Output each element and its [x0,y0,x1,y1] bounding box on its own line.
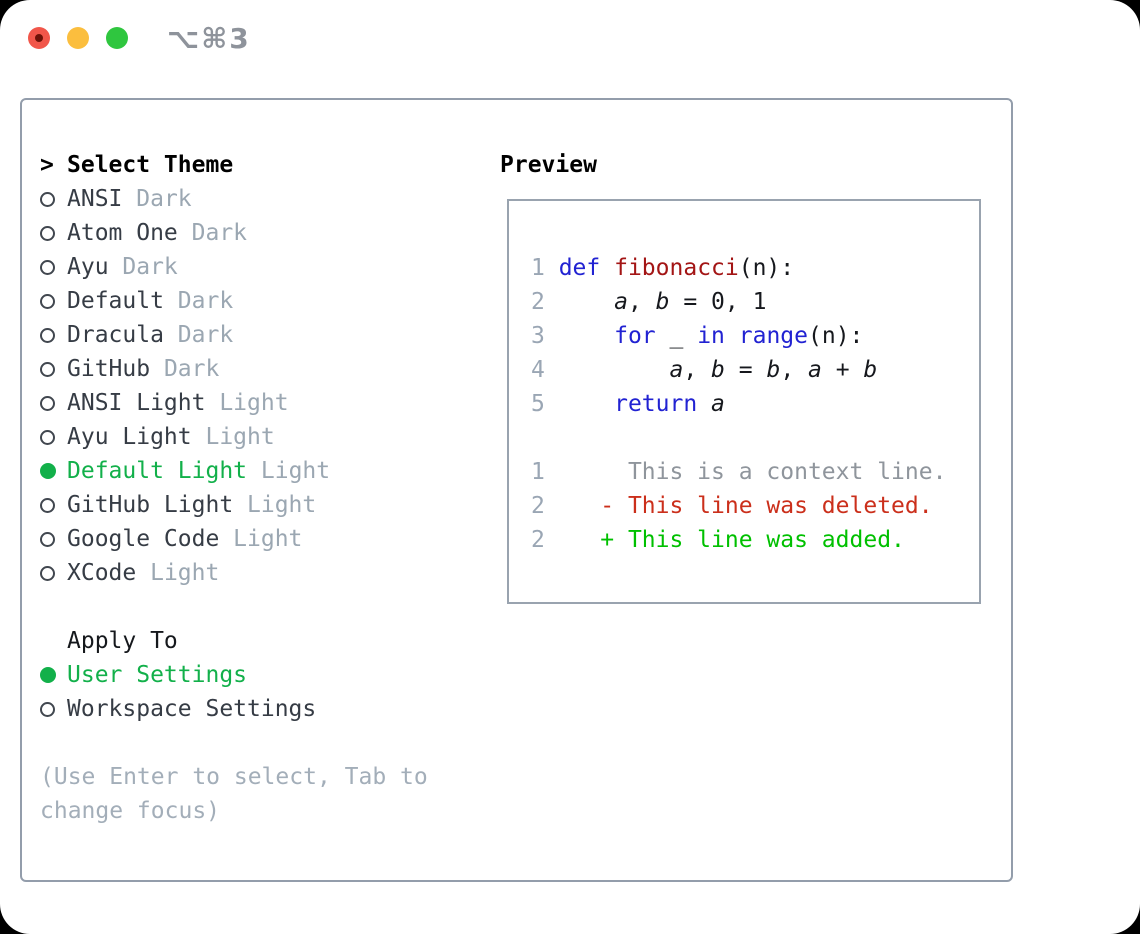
hint-line: change focus) [40,798,221,824]
theme-option-variant: Dark [136,186,192,212]
theme-option-variant: Light [219,390,289,416]
maximize-button[interactable] [106,27,128,49]
theme-option-ansi-dark[interactable]: ANSI Dark [40,182,500,216]
radio-unselected-icon [40,531,67,547]
radio-unselected-icon [40,395,67,411]
apply-option-label: User Settings [67,662,248,688]
theme-option-github-dark[interactable]: GitHub Dark [40,352,500,386]
preview-title: Preview [500,152,597,178]
radio-unselected-icon [40,361,67,377]
code-line-5: 5 return a [531,391,725,417]
close-button[interactable] [28,27,50,49]
theme-option-default-light-light[interactable]: Default Light Light [40,454,500,488]
theme-option-xcode-light[interactable]: XCode Light [40,556,500,590]
radio-unselected-icon [40,191,67,207]
theme-option-github-light-light[interactable]: GitHub Light Light [40,488,500,522]
theme-option-label: GitHub Light [67,492,248,518]
theme-panel-title: Select Theme [67,152,234,178]
radio-unselected-icon [40,497,67,513]
theme-option-dracula-dark[interactable]: Dracula Dark [40,318,500,352]
theme-option-ansi-light-light[interactable]: ANSI Light Light [40,386,500,420]
apply-option-user-settings[interactable]: User Settings [40,658,500,692]
theme-option-label: Atom One [67,220,192,246]
radio-unselected-icon [40,259,67,275]
radio-selected-icon [40,667,67,683]
preview-code: 1 def fibonacci(n): 2 a, b = 0, 1 3 for _ … [531,251,979,557]
theme-option-ayu-dark[interactable]: Ayu Dark [40,250,500,284]
theme-option-label: ANSI [67,186,137,212]
theme-option-variant: Dark [191,220,248,246]
theme-option-variant: Light [260,458,331,484]
window-shortcut-label: ⌥⌘3 [167,22,251,55]
theme-option-atom-one-dark[interactable]: Atom One Dark [40,216,500,250]
theme-option-variant: Dark [163,356,220,382]
code-line-4: 4 a, b = b, a + b [531,357,878,383]
hint-text: (Use Enter to select, Tab to change focus… [40,760,500,828]
theme-option-label: Dracula [67,322,178,348]
spacer [40,726,500,760]
theme-option-label: GitHub [67,356,164,382]
code-line-3: 3 for _ in range(n): [531,323,864,349]
theme-option-variant: Dark [122,254,178,280]
theme-option-label: ANSI Light [67,390,220,416]
minimize-button[interactable] [67,27,89,49]
apply-panel-title: Apply To [67,628,178,654]
theme-panel-title-row: > Select Theme [40,148,500,182]
radio-unselected-icon [40,565,67,581]
preview-pane: 1 def fibonacci(n): 2 a, b = 0, 1 3 for _ … [507,199,981,604]
diff-line-context: 1 This is a context line. [531,459,947,485]
radio-unselected-icon [40,225,67,241]
radio-unselected-icon [40,701,67,717]
apply-option-label: Workspace Settings [67,696,317,722]
theme-option-label: Default Light [67,458,261,484]
prompt-icon: > [40,152,54,178]
radio-unselected-icon [40,293,67,309]
theme-option-label: Ayu [67,254,123,280]
radio-unselected-icon [40,429,67,445]
code-line-2: 2 a, b = 0, 1 [531,289,767,315]
theme-option-label: XCode [67,560,151,586]
code-line-1: 1 def fibonacci(n): [531,255,795,281]
titlebar [28,27,128,49]
spacer [40,590,500,624]
radio-selected-icon [40,463,67,479]
theme-option-variant: Dark [177,322,234,348]
theme-option-variant: Light [247,492,317,518]
theme-option-google-code-light[interactable]: Google Code Light [40,522,500,556]
apply-title-row: Apply To [40,624,500,658]
theme-option-variant: Dark [177,288,234,314]
theme-option-label: Default [67,288,178,314]
hint-line: (Use Enter to select, Tab to [40,764,428,790]
theme-option-variant: Light [233,526,303,552]
theme-option-ayu-light-light[interactable]: Ayu Light Light [40,420,500,454]
blank-line [531,421,979,455]
theme-option-variant: Light [150,560,220,586]
theme-option-label: Google Code [67,526,234,552]
diff-line-added: 2 + This line was added. [531,527,905,553]
theme-option-label: Ayu Light [67,424,206,450]
radio-unselected-icon [40,327,67,343]
theme-option-default-dark[interactable]: Default Dark [40,284,500,318]
theme-option-variant: Light [205,424,275,450]
diff-line-deleted: 2 - This line was deleted. [531,493,933,519]
apply-option-workspace-settings[interactable]: Workspace Settings [40,692,500,726]
